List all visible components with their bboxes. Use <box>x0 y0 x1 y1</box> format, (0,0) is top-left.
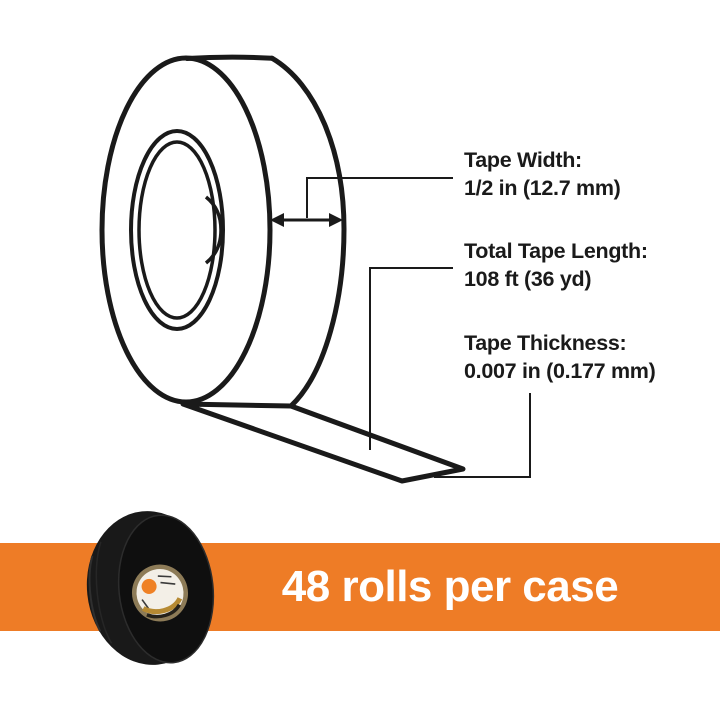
spec-tape-width: Tape Width: 1/2 in (12.7 mm) <box>464 146 720 202</box>
roll-core-hole-outer <box>129 129 225 331</box>
spec-tape-length-value: 108 ft (36 yd) <box>464 267 592 291</box>
spec-tape-width-title: Tape Width: <box>464 148 582 172</box>
spec-tape-width-value: 1/2 in (12.7 mm) <box>464 176 621 200</box>
case-quantity-text: 48 rolls per case <box>281 562 619 611</box>
tape-length-leader-line <box>369 267 453 450</box>
roll-core-hole-inner <box>137 140 217 320</box>
roll-top-edge <box>184 54 275 61</box>
roll-photo-layer-line <box>95 541 113 644</box>
spec-tape-thickness: Tape Thickness: 0.007 in (0.177 mm) <box>464 329 720 385</box>
roll-photo-side-sheen <box>88 555 102 632</box>
core-label-text-lines <box>141 575 176 609</box>
tape-width-leader-line <box>306 177 453 218</box>
tape-strip <box>180 401 466 484</box>
arrowhead-right-icon <box>329 213 343 227</box>
arrowhead-left-icon <box>270 213 284 227</box>
roll-back-edge <box>269 55 347 409</box>
spec-tape-thickness-title: Tape Thickness: <box>464 331 627 355</box>
spec-tape-length: Total Tape Length: 108 ft (36 yd) <box>464 237 720 293</box>
tape-roll-line-drawing <box>99 54 531 484</box>
core-label-dark-band <box>146 603 181 619</box>
spec-tape-length-title: Total Tape Length: <box>464 239 648 263</box>
roll-photo-core-label <box>131 564 189 622</box>
core-label-gold-band <box>142 597 183 614</box>
spec-tape-thickness-value: 0.007 in (0.177 mm) <box>464 359 656 383</box>
core-label-logo-dot <box>141 578 157 594</box>
tape-width-arrow <box>270 213 343 227</box>
black-tape-roll-photo <box>86 511 215 665</box>
tape-thickness-leader-line <box>434 393 531 478</box>
roll-core-depth-arc <box>204 195 223 265</box>
